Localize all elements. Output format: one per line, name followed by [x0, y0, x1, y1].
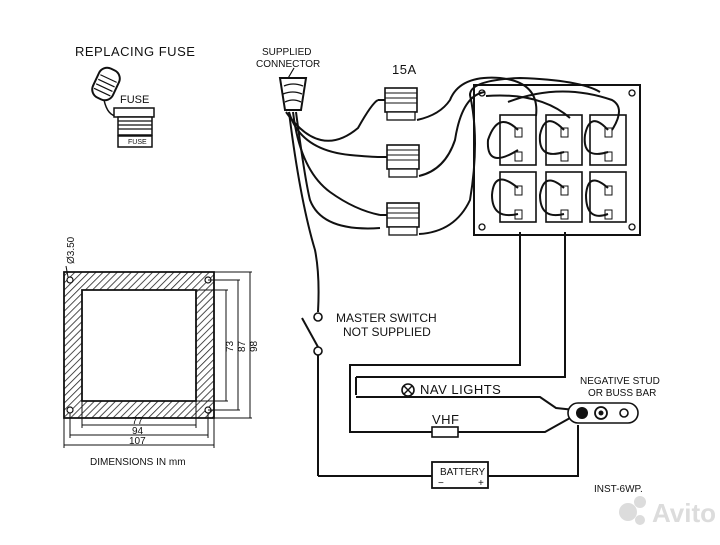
connector-icon — [278, 77, 308, 111]
dimensions-caption: DIMENSIONS IN mm — [90, 457, 186, 468]
wire-fuse2-panel — [418, 91, 486, 177]
inner-width-label: 77 — [132, 416, 144, 427]
replacing-fuse-section: REPLACING FUSE FUSE FUSE — [75, 44, 195, 148]
supplied-connector-label-line1: SUPPLIED — [262, 47, 311, 58]
switch-panel — [473, 84, 641, 236]
wire-connector-fuse2 — [288, 111, 381, 158]
wire-connector-fuse3 — [292, 111, 381, 216]
vhf-fuse-icon — [431, 426, 459, 438]
wire-connector-fuse1 — [285, 99, 379, 142]
wire-fuse1-panel — [416, 76, 538, 121]
wire-feed-master-switch — [288, 111, 320, 313]
inline-fuses: 15A — [378, 62, 420, 236]
supplied-connector-section: SUPPLIED CONNECTOR — [256, 47, 320, 111]
wire-fuse3-panel — [418, 76, 601, 235]
mount-hole-tl — [66, 276, 74, 284]
wire-nav-ground — [356, 396, 576, 411]
main-wiring — [285, 76, 601, 477]
battery-plus-label: + — [478, 478, 484, 489]
outer-height-label: 98 — [249, 340, 260, 352]
hole-spacing-width-label: 94 — [132, 426, 144, 437]
master-switch-label-line2: NOT SUPPLIED — [343, 325, 431, 339]
cutout-frame — [63, 271, 215, 419]
nav-light-icon — [401, 383, 415, 397]
mount-hole-bl — [66, 406, 74, 414]
fuse-holder-1 — [378, 87, 418, 121]
vhf-label: VHF — [432, 412, 460, 427]
fuse-label: FUSE — [120, 94, 149, 106]
drawing-code-label: INST-6WP. — [594, 484, 643, 495]
fuse-rating-label: 15A — [392, 62, 417, 77]
master-switch-label-line1: MASTER SWITCH — [336, 311, 437, 325]
replacing-fuse-title: REPLACING FUSE — [75, 44, 195, 59]
wire-vhf-feed — [356, 232, 566, 378]
negative-stud-icon — [567, 402, 639, 424]
fuse-holder-icon: FUSE — [113, 107, 155, 148]
wire-battery-negative — [488, 425, 579, 477]
watermark: Avito — [619, 496, 716, 528]
hole-spacing-height-label: 87 — [237, 340, 248, 352]
nav-lights-label: NAV LIGHTS — [420, 382, 501, 397]
battery-label: BATTERY — [440, 467, 486, 478]
supplied-connector-label-line2: CONNECTOR — [256, 59, 320, 70]
fuse-holder-2 — [380, 144, 420, 178]
hole-diameter-label: Ø3.50 — [66, 236, 77, 264]
inner-height-label: 73 — [225, 340, 236, 352]
switch-row-top — [499, 114, 627, 166]
outer-width-label: 107 — [129, 436, 146, 447]
battery-minus-label: − — [438, 478, 444, 489]
fuse-holder-label: FUSE — [128, 139, 147, 146]
watermark-text: Avito — [652, 498, 716, 528]
cutout-dimensions: Ø3.50 77 94 107 73 87 98 DIMENSIONS IN m… — [63, 236, 260, 468]
negative-stud-label-line1: NEGATIVE STUD — [580, 376, 660, 387]
wire-vhf-ground — [458, 417, 571, 433]
fuse-holder-3 — [380, 202, 420, 236]
master-switch-icon — [301, 312, 323, 356]
negative-stud-label-line2: OR BUSS BAR — [588, 388, 656, 399]
wire-connector-fuse3b — [295, 111, 381, 230]
battery-icon: BATTERY − + — [431, 461, 489, 489]
fuse-cap-icon — [91, 66, 121, 102]
